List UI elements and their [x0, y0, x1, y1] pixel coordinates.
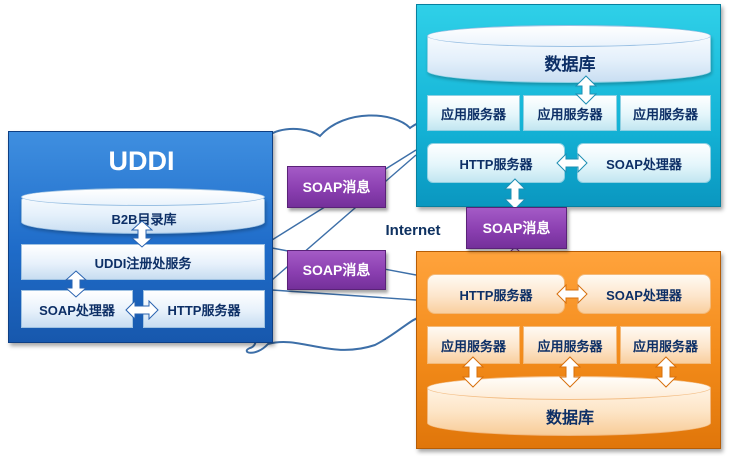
top-app-server-3: 应用服务器: [620, 95, 711, 131]
database-site-top: 数据库 应用服务器 应用服务器 应用服务器 HTTP服务器 SOAP处理器: [416, 4, 721, 207]
soap-message-upper: SOAP消息: [287, 166, 386, 208]
uddi-panel: UDDI B2B目录库 UDDI注册处服务 SOAP处理器 HTTP服务器: [8, 131, 273, 343]
double-arrow-icon: [65, 270, 87, 298]
soap-message-center: SOAP消息: [466, 207, 567, 249]
double-arrow-icon: [575, 75, 597, 105]
uddi-registry-service: UDDI注册处服务: [21, 244, 265, 280]
uddi-title: UDDI: [108, 146, 175, 176]
db-cylinder-top: [21, 188, 265, 206]
uddi-http-server: HTTP服务器: [143, 290, 265, 328]
bottom-database-label: 数据库: [545, 410, 594, 427]
double-arrow-icon: [504, 178, 526, 210]
internet-label: Internet: [385, 221, 441, 239]
bottom-soap-processor: SOAP处理器: [577, 274, 711, 314]
double-arrow-icon: [559, 356, 581, 388]
top-http-server: HTTP服务器: [427, 143, 565, 183]
double-arrow-icon: [462, 356, 484, 388]
double-arrow-icon: [131, 220, 153, 248]
b2b-registry-label: B2B目录库: [111, 211, 177, 227]
top-app-server-1: 应用服务器: [427, 95, 520, 131]
double-arrow-icon: [556, 284, 588, 304]
top-database: 数据库: [427, 25, 711, 83]
service-site-bottom: HTTP服务器 SOAP处理器 应用服务器 应用服务器 应用服务器 数据库: [416, 251, 721, 449]
link-line: [271, 289, 417, 301]
double-arrow-icon: [556, 153, 588, 173]
double-arrow-icon: [655, 356, 677, 388]
double-arrow-icon: [125, 300, 159, 320]
db-cylinder-top: [427, 25, 711, 47]
bottom-http-server: HTTP服务器: [427, 274, 565, 314]
top-soap-processor: SOAP处理器: [577, 143, 711, 183]
b2b-registry-db: B2B目录库: [21, 188, 265, 234]
top-app-server-2: 应用服务器: [523, 95, 617, 131]
top-database-label: 数据库: [544, 54, 596, 74]
soap-message-lower: SOAP消息: [287, 250, 386, 290]
